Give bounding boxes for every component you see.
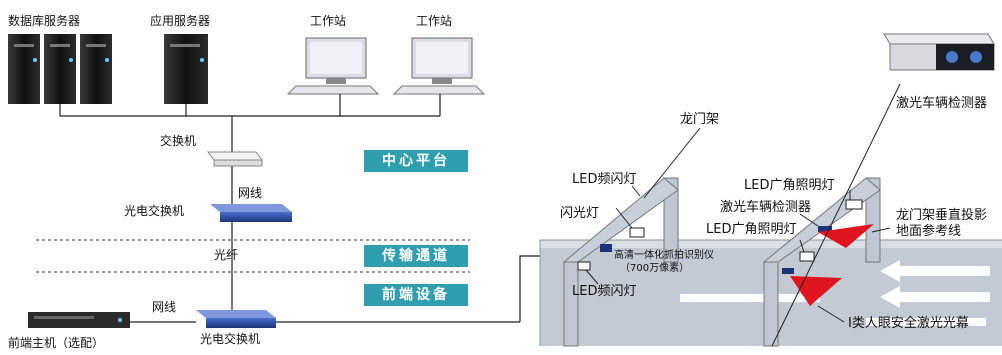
band-transmission: 传输通道 (364, 245, 468, 267)
optical-switch-label-top: 光电交换机 (124, 204, 185, 218)
switch-icon (207, 151, 263, 167)
hd-camera-label: 高清一体化抓拍识别仪 (614, 250, 714, 261)
switch-label: 交换机 (160, 134, 197, 148)
workstation-label-left: 工作站 (310, 14, 347, 28)
fiber-label: 光纤 (214, 248, 239, 262)
database-server-icon (8, 34, 112, 104)
optical-switch-label-bottom: 光电交换机 (200, 332, 261, 346)
band-frontend: 前端设备 (364, 284, 468, 306)
laser-detector-label-top: 激光车辆检测器 (896, 96, 988, 111)
optical-switch-icon-bottom (196, 310, 276, 328)
optical-switch-icon-top (210, 204, 292, 222)
workstation-icon-right (392, 37, 486, 95)
laser-detector-label-mid: 激光车辆检测器 (720, 200, 812, 215)
leader-lines (585, 83, 901, 347)
gantry-devices (577, 199, 863, 274)
led-wide-label-upper: LED广角照明灯 (744, 178, 835, 193)
workstation-label-right: 工作站 (416, 14, 453, 28)
front-host-icon (28, 312, 130, 328)
led-flash-label-lower: LED频闪灯 (572, 284, 637, 299)
app-server-label: 应用服务器 (150, 14, 211, 28)
led-wide-label-lower: LED广角照明灯 (706, 222, 797, 237)
led-flash-label-upper: LED频闪灯 (572, 172, 637, 187)
gantry-projection-label-1: 龙门架垂直投影 (896, 208, 988, 223)
safety-laser-label: I类人眼安全激光光幕 (848, 316, 969, 331)
application-server-icon (164, 34, 208, 104)
network-lines (59, 94, 606, 323)
camera-pixels-label: （700万像素） (620, 263, 690, 274)
flash-lamp-label: 闪光灯 (560, 206, 600, 221)
band-center-platform: 中心平台 (364, 150, 468, 172)
net-line-label-top: 网线 (238, 186, 263, 200)
db-server-label: 数据库服务器 (8, 14, 81, 28)
layer-separators (36, 239, 470, 273)
gantry-label: 龙门架 (680, 112, 720, 127)
gantry-projection-label-2: 地面参考线 (896, 224, 962, 239)
net-line-label-bottom: 网线 (152, 300, 177, 314)
laser-detector-icon (883, 33, 995, 71)
front-host-label: 前端主机（选配） (8, 336, 105, 350)
gantry-structure (562, 177, 881, 347)
workstation-icon-left (286, 37, 380, 95)
